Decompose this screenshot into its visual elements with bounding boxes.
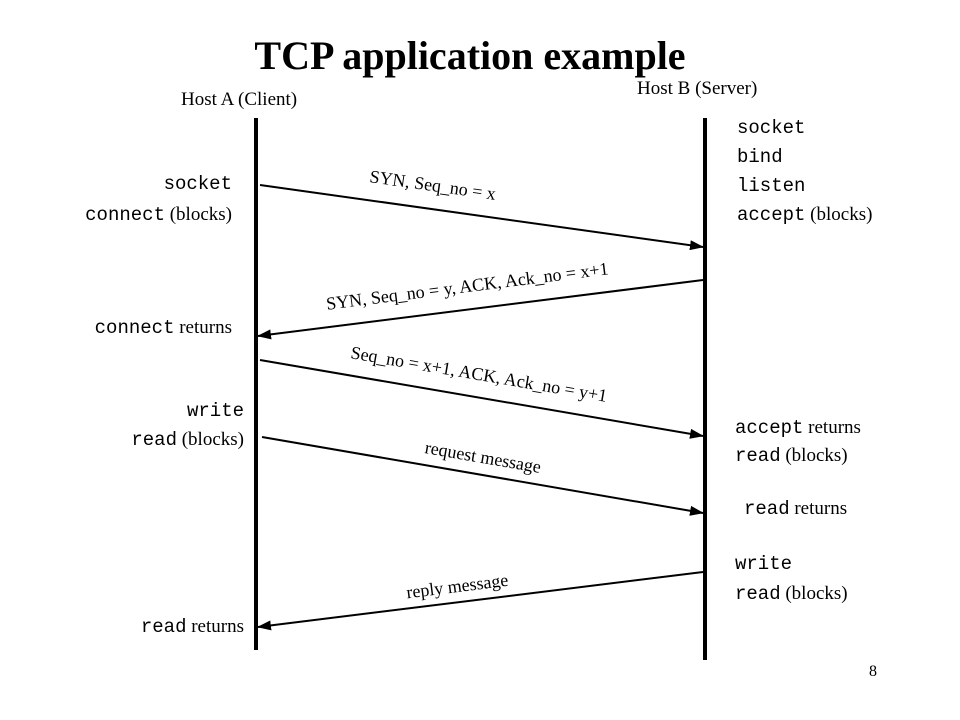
server-socket-label: socket: [737, 117, 806, 139]
host-a-label: Host A (Client): [181, 89, 298, 110]
client-read-label: read (blocks): [131, 429, 244, 451]
arrow-ack: [259, 359, 704, 439]
server-read2-label: read (blocks): [735, 583, 848, 605]
msg-syn-ack-label: SYN, Seq_no = y, ACK, Ack_no = x+1: [325, 258, 610, 313]
server-accept-label: accept (blocks): [737, 204, 873, 226]
msg-request-label: request message: [423, 437, 542, 477]
slide-title: TCP application example: [254, 33, 686, 78]
server-read-returns-label: read returns: [744, 498, 848, 520]
host-b-label: Host B (Server): [637, 78, 758, 99]
client-write-label: write: [186, 400, 244, 422]
client-connect-label: connect (blocks): [85, 204, 232, 226]
server-bind-label: bind: [737, 146, 783, 168]
server-listen-label: listen: [737, 175, 806, 197]
page-number: 8: [869, 663, 877, 680]
arrow-syn: [259, 184, 704, 251]
arrow-reply: [257, 571, 704, 631]
client-connect-returns-label: connect returns: [94, 317, 232, 339]
msg-syn-label: SYN, Seq_no = x: [368, 166, 497, 204]
server-write-label: write: [735, 553, 793, 575]
server-accept-returns-label: accept returns: [735, 417, 861, 439]
arrow-syn-ack: [257, 279, 704, 340]
arrow-request: [261, 436, 704, 516]
msg-ack-label: Seq_no = x+1, ACK, Ack_no = y+1: [349, 342, 608, 405]
server-read-label: read (blocks): [735, 445, 848, 467]
client-socket-label: socket: [163, 173, 232, 195]
client-read-returns-label: read returns: [140, 616, 244, 638]
